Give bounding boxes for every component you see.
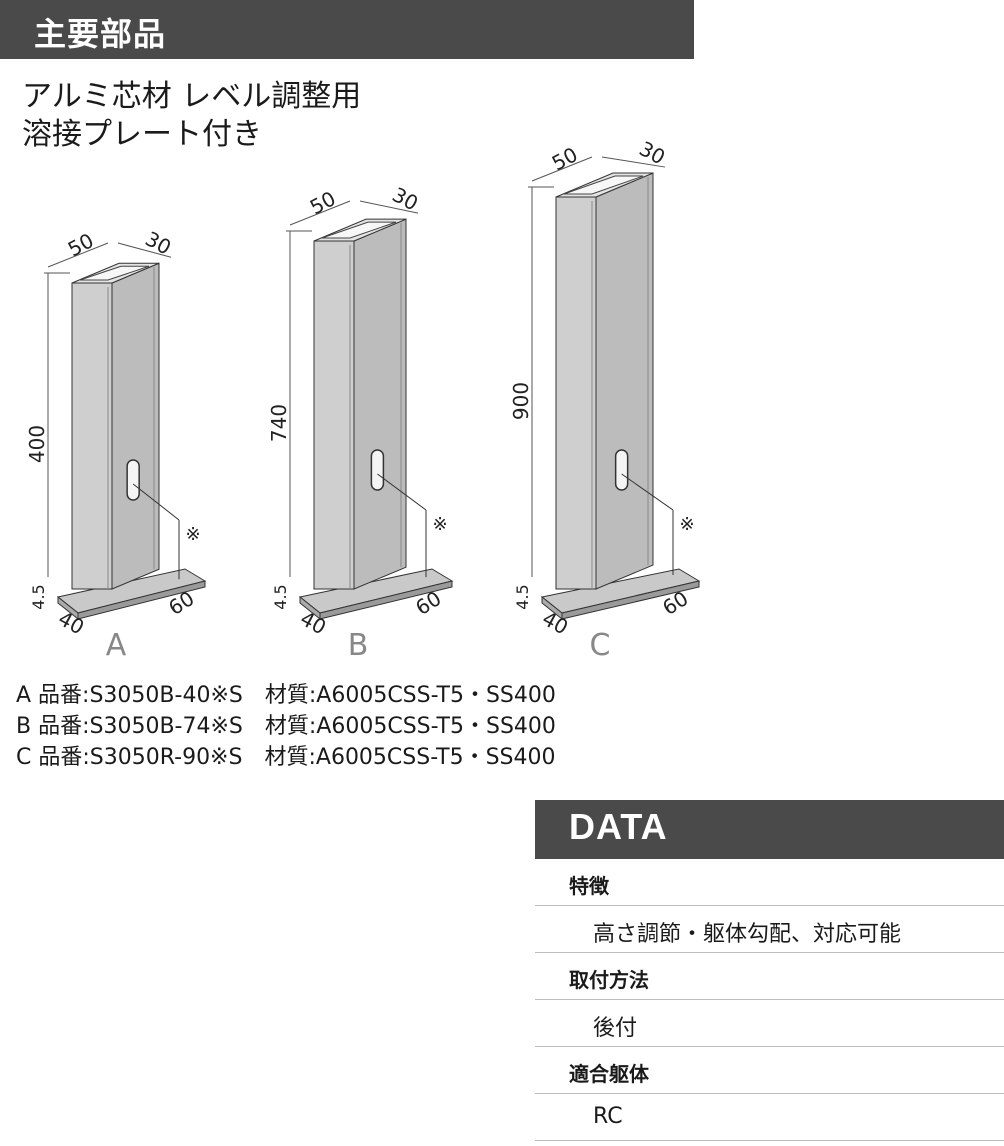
callout-line bbox=[621, 473, 674, 511]
data-row-label: 取付方法 bbox=[535, 953, 1004, 1000]
mounting-value: 後付 bbox=[593, 1016, 638, 1041]
width-dimension: 50 bbox=[548, 142, 582, 175]
height-dimension: 740 bbox=[267, 404, 291, 442]
post-front-face bbox=[555, 196, 597, 590]
subtitle-line-1: アルミ芯材 レベル調整用 bbox=[22, 79, 362, 114]
spec-part-number: S3050B-74※S bbox=[89, 714, 243, 739]
depth-dim-line bbox=[117, 242, 172, 258]
callout-mark: ※ bbox=[679, 514, 694, 535]
spec-material: A6005CSS-T5・SS400 bbox=[316, 714, 556, 739]
structure-value: RC bbox=[593, 1104, 623, 1129]
spec-prefix: A 品番: bbox=[16, 683, 90, 708]
depth-dimension: 30 bbox=[141, 227, 175, 260]
callout-mark: ※ bbox=[432, 514, 447, 535]
post-side-face bbox=[353, 218, 407, 590]
post-hollow bbox=[321, 221, 397, 239]
adjust-slot bbox=[370, 449, 385, 491]
spec-material: A6005CSS-T5・SS400 bbox=[315, 745, 556, 770]
plate-thickness-dimension: 4.5 bbox=[271, 584, 290, 609]
height-dimension: 400 bbox=[25, 425, 49, 463]
spec-line-c: C 品番:S3050R-90※S 材質:A6005CSS-T5・SS400 bbox=[16, 742, 556, 773]
product-subtitle: アルミ芯材 レベル調整用 溶接プレート付き bbox=[22, 78, 361, 154]
data-header: DATA bbox=[535, 800, 1004, 859]
structure-label: 適合躯体 bbox=[569, 1062, 649, 1086]
data-row-value: 高さ調節・躯体勾配、対応可能 bbox=[535, 906, 1004, 953]
callout-mark: ※ bbox=[185, 524, 200, 545]
spec-material-label: 材質: bbox=[264, 714, 317, 739]
post-side-face bbox=[111, 262, 160, 590]
post-label: A bbox=[106, 628, 127, 663]
post-hollow bbox=[563, 175, 644, 195]
subtitle-line-2: 溶接プレート付き bbox=[22, 117, 262, 152]
data-row-label: 適合躯体 bbox=[535, 1047, 1004, 1094]
base-plate-side bbox=[299, 595, 321, 621]
post-label: C bbox=[590, 628, 611, 663]
spec-material: A6005CSS-T5・SS400 bbox=[316, 683, 556, 708]
spec-prefix: B 品番: bbox=[16, 714, 90, 739]
height-dimension: 900 bbox=[509, 382, 533, 420]
spec-line-b: B 品番:S3050B-74※S 材質:A6005CSS-T5・SS400 bbox=[16, 711, 556, 742]
post-hollow bbox=[79, 265, 150, 281]
section-header: 主要部品 bbox=[0, 0, 694, 59]
width-dim-line bbox=[531, 156, 593, 182]
data-table: 特徴 高さ調節・躯体勾配、対応可能 取付方法 後付 適合躯体 RC bbox=[535, 859, 1004, 1141]
data-row-label: 特徴 bbox=[535, 859, 1004, 906]
width-dimension: 50 bbox=[306, 186, 340, 219]
post-side-face bbox=[595, 172, 654, 590]
spec-part-number: S3050B-40※S bbox=[89, 683, 243, 708]
mounting-label: 取付方法 bbox=[569, 968, 649, 992]
feature-label: 特徴 bbox=[569, 874, 609, 898]
post-front-face bbox=[71, 282, 113, 590]
width-dimension: 50 bbox=[64, 228, 98, 261]
spec-part-number: S3050R-90※S bbox=[89, 745, 243, 770]
data-row-value: RC bbox=[535, 1094, 1004, 1141]
feature-value: 高さ調節・躯体勾配、対応可能 bbox=[593, 922, 902, 947]
width-dim-line bbox=[47, 242, 109, 268]
spec-material-label: 材質: bbox=[264, 683, 317, 708]
plate-thickness-dimension: 4.5 bbox=[29, 584, 48, 609]
post-front-face bbox=[313, 240, 355, 590]
adjust-slot bbox=[614, 449, 629, 491]
base-plate-side bbox=[57, 595, 79, 621]
callout-line bbox=[132, 483, 180, 521]
depth-dim-line bbox=[359, 200, 419, 214]
data-title: DATA bbox=[569, 806, 668, 847]
width-dim-line bbox=[289, 200, 351, 226]
base-plate-side bbox=[541, 595, 563, 621]
plate-thickness-dimension: 4.5 bbox=[513, 584, 532, 609]
depth-dim-line bbox=[601, 156, 666, 168]
post-label: B bbox=[348, 628, 369, 663]
spec-line-a: A 品番:S3050B-40※S 材質:A6005CSS-T5・SS400 bbox=[16, 680, 556, 711]
callout-line bbox=[377, 473, 427, 511]
adjust-slot bbox=[126, 459, 140, 501]
spec-material-label: 材質: bbox=[264, 745, 316, 770]
depth-dimension: 30 bbox=[635, 136, 669, 169]
data-row-value: 後付 bbox=[535, 1000, 1004, 1047]
section-title: 主要部品 bbox=[34, 15, 167, 53]
spec-prefix: C 品番: bbox=[16, 745, 90, 770]
